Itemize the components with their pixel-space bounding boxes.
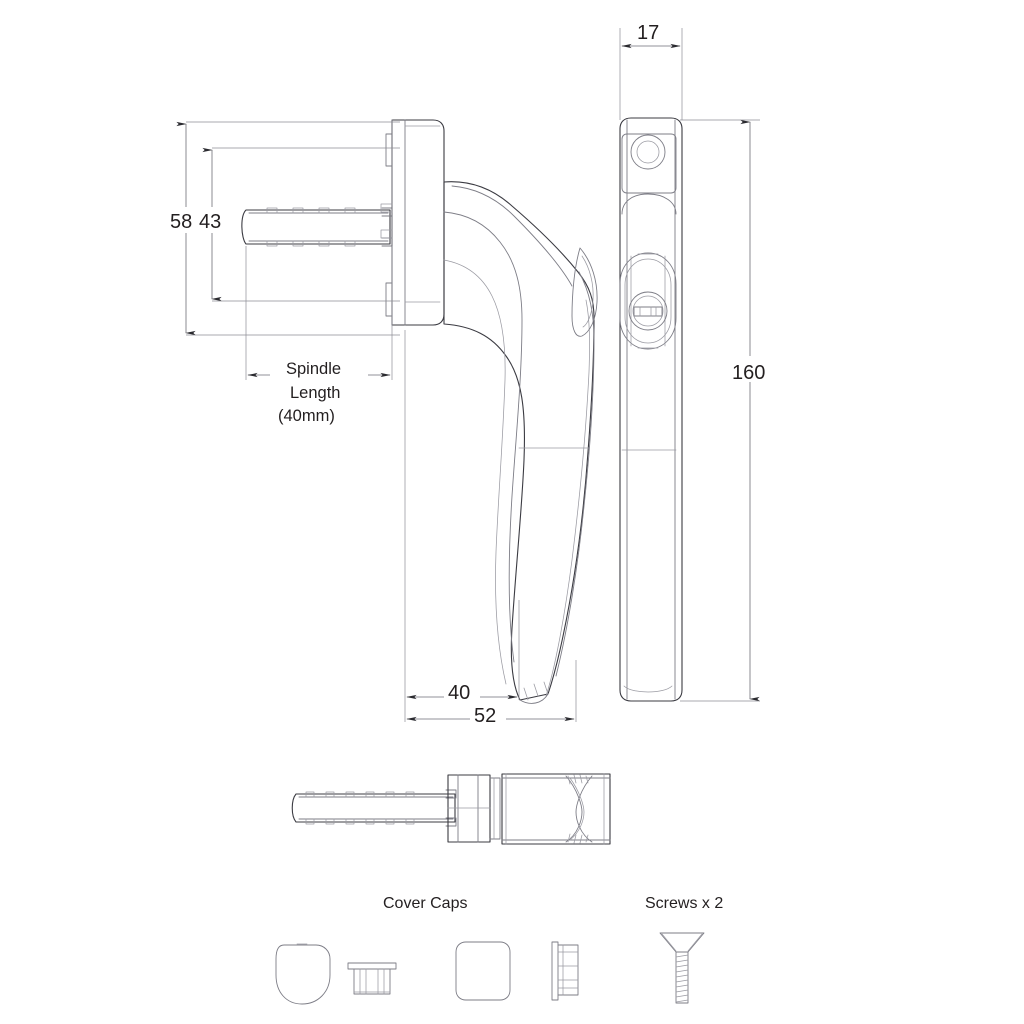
dimension-160 bbox=[680, 119, 776, 702]
spindle-length-line1: Spindle bbox=[286, 360, 341, 378]
cover-cap-round-face bbox=[275, 943, 331, 1005]
dimension-40 bbox=[404, 330, 520, 704]
dimension-17 bbox=[619, 18, 683, 120]
exploded-assembly-view bbox=[291, 773, 611, 845]
screws-label: Screws x 2 bbox=[645, 895, 723, 912]
dimension-40-label: 40 bbox=[448, 682, 470, 704]
dimension-52-label: 52 bbox=[474, 705, 496, 727]
annotation-spindle-length bbox=[245, 246, 393, 380]
assembly-spindle bbox=[291, 789, 457, 827]
cover-cap-round-side bbox=[347, 962, 397, 995]
cover-caps-label: Cover Caps bbox=[383, 895, 467, 912]
dimension-58 bbox=[166, 121, 400, 336]
front-view-lock-escutcheon bbox=[619, 252, 677, 350]
dimension-160-label: 160 bbox=[732, 362, 765, 384]
front-view-upper-boss bbox=[621, 133, 677, 194]
dimension-58-label: 58 bbox=[170, 211, 192, 233]
handle-lever bbox=[443, 181, 598, 704]
front-view: 17 160 bbox=[619, 18, 776, 702]
cover-cap-square-side bbox=[551, 941, 579, 1001]
cover-cap-square-face bbox=[455, 941, 511, 1001]
accessory-row bbox=[275, 932, 705, 1005]
dimension-43 bbox=[196, 147, 400, 302]
side-view: 58 43 Spindle Length (40mm) bbox=[166, 119, 598, 727]
front-view-lock-cylinder bbox=[628, 291, 668, 331]
dimension-17-label: 17 bbox=[637, 22, 659, 44]
assembly-backplate bbox=[447, 774, 501, 843]
dimension-52 bbox=[404, 660, 577, 727]
dimension-43-label: 43 bbox=[199, 211, 221, 233]
spindle-length-line3: (40mm) bbox=[278, 407, 335, 425]
assembly-barrel bbox=[501, 773, 611, 845]
spindle-shaft bbox=[241, 207, 393, 247]
spindle-length-line2: Length bbox=[290, 384, 340, 402]
screw bbox=[659, 932, 705, 1004]
